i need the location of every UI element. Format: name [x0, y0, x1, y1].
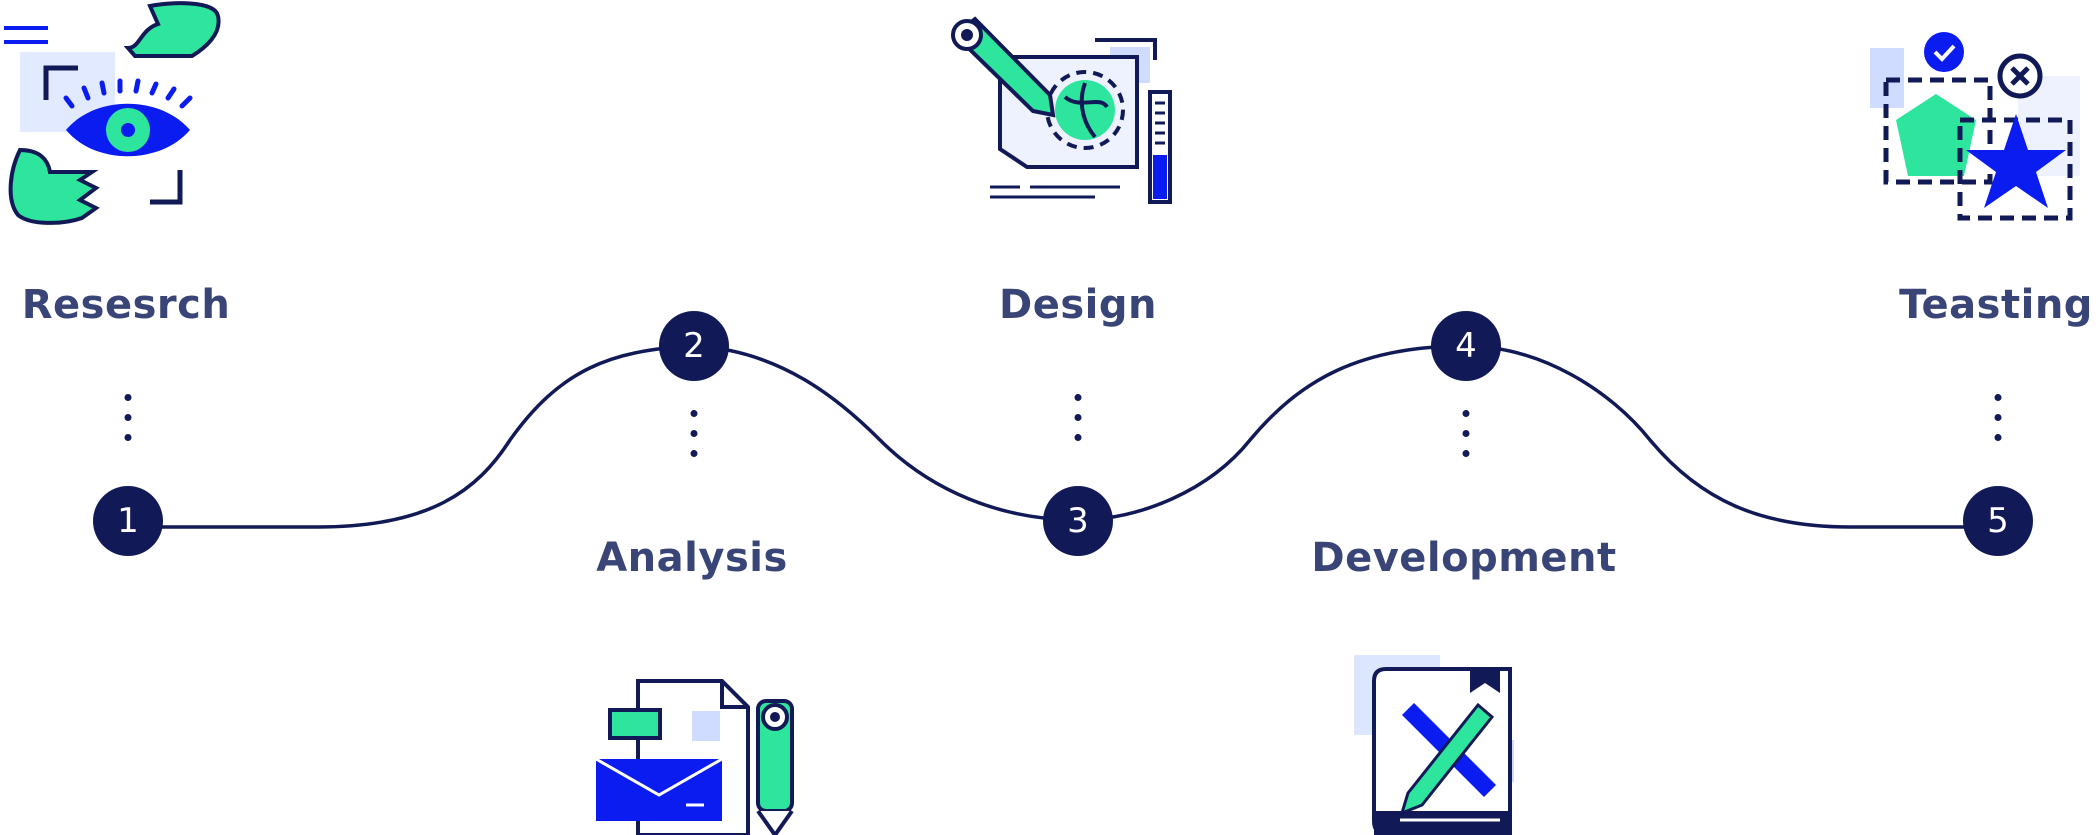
step-label-development: Development	[1311, 535, 1617, 581]
step-label-research: Resesrch	[21, 282, 231, 328]
step-node-1: 1	[93, 486, 163, 556]
step-node-5: 5	[1963, 486, 2033, 556]
step-label-testing: Teasting	[1899, 282, 2093, 328]
document-mail-icon	[595, 679, 794, 835]
connector-dots-2	[690, 410, 698, 457]
connector-dots-5	[1994, 394, 2002, 441]
connector-dots-4	[1462, 410, 1470, 457]
drawing-board-icon	[951, 16, 1172, 204]
eye-icon	[4, 1, 221, 225]
shapes-check-icon	[1870, 32, 2080, 221]
connector-dots-1	[124, 394, 132, 441]
connector-dots-3	[1074, 394, 1082, 441]
step-label-design: Design	[999, 282, 1157, 328]
book-tools-icon	[1354, 655, 1514, 835]
step-node-2: 2	[659, 311, 729, 381]
step-node-3: 3	[1043, 486, 1113, 556]
step-label-analysis: Analysis	[596, 535, 788, 581]
step-node-4: 4	[1431, 311, 1501, 381]
